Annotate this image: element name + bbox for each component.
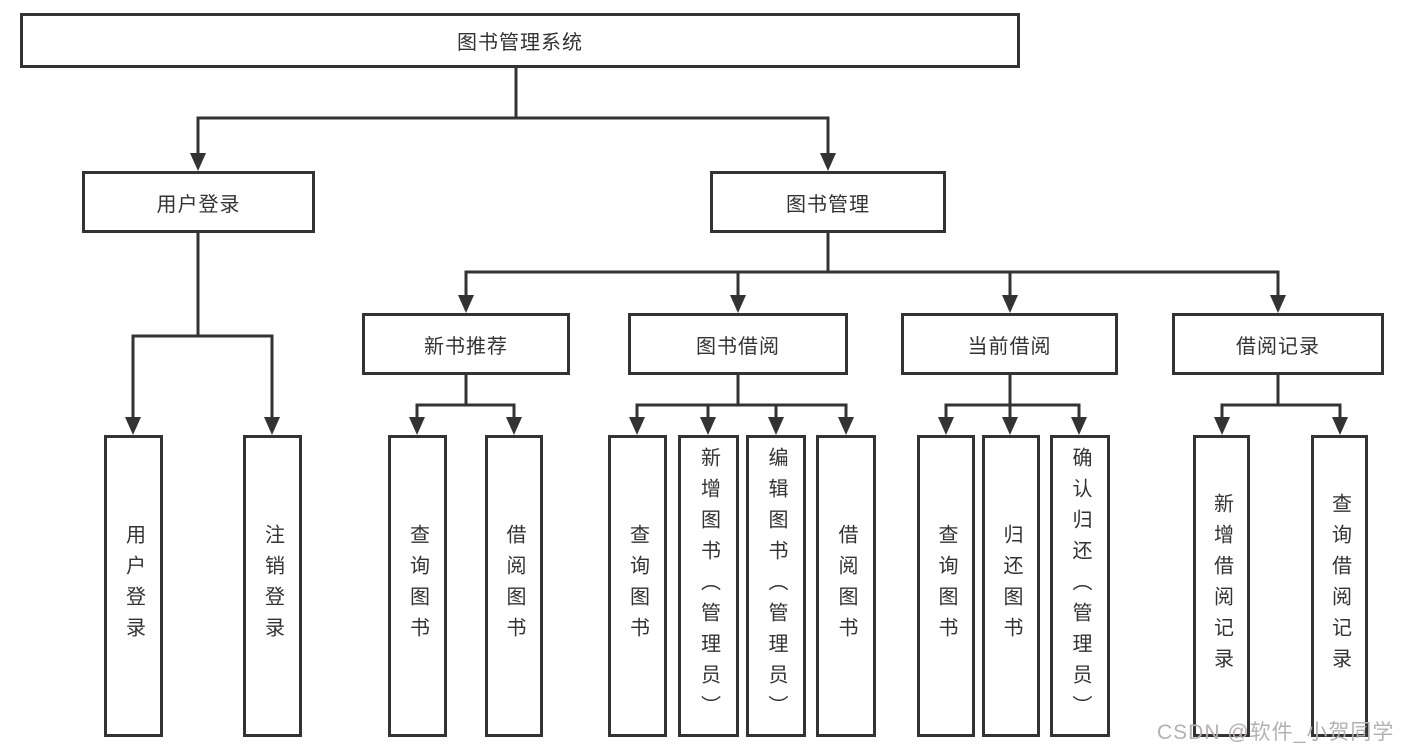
leaf-borrow-books: 借阅图书	[816, 435, 876, 737]
node-current-borrow: 当前借阅	[901, 313, 1118, 375]
leaf-confirm-return-admin: 确认归还（管理员）	[1050, 435, 1110, 737]
leaf-add-books-admin: 新增图书（管理员）	[678, 435, 739, 737]
leaf-return-books: 归还图书	[982, 435, 1040, 737]
node-book-management: 图书管理	[710, 171, 946, 233]
watermark-text: CSDN @软件_小贺同学	[1157, 721, 1395, 744]
node-book-borrow: 图书借阅	[628, 313, 848, 375]
node-new-book-recommend: 新书推荐	[362, 313, 570, 375]
node-user-login-branch: 用户登录	[82, 171, 315, 233]
leaf-add-borrow-record: 新增借阅记录	[1193, 435, 1250, 737]
leaf-query-books-recommend: 查询图书	[388, 435, 447, 737]
leaf-query-borrow-record: 查询借阅记录	[1311, 435, 1368, 737]
leaf-query-books-current: 查询图书	[917, 435, 975, 737]
leaf-logout: 注销登录	[243, 435, 302, 737]
leaf-edit-books-admin: 编辑图书（管理员）	[746, 435, 806, 737]
node-root: 图书管理系统	[20, 13, 1020, 68]
leaf-borrow-books-recommend: 借阅图书	[485, 435, 543, 737]
leaf-user-login: 用户登录	[104, 435, 163, 737]
arrowheads	[125, 153, 1348, 435]
node-borrow-records: 借阅记录	[1172, 313, 1384, 375]
leaf-query-books-borrow: 查询图书	[608, 435, 667, 737]
